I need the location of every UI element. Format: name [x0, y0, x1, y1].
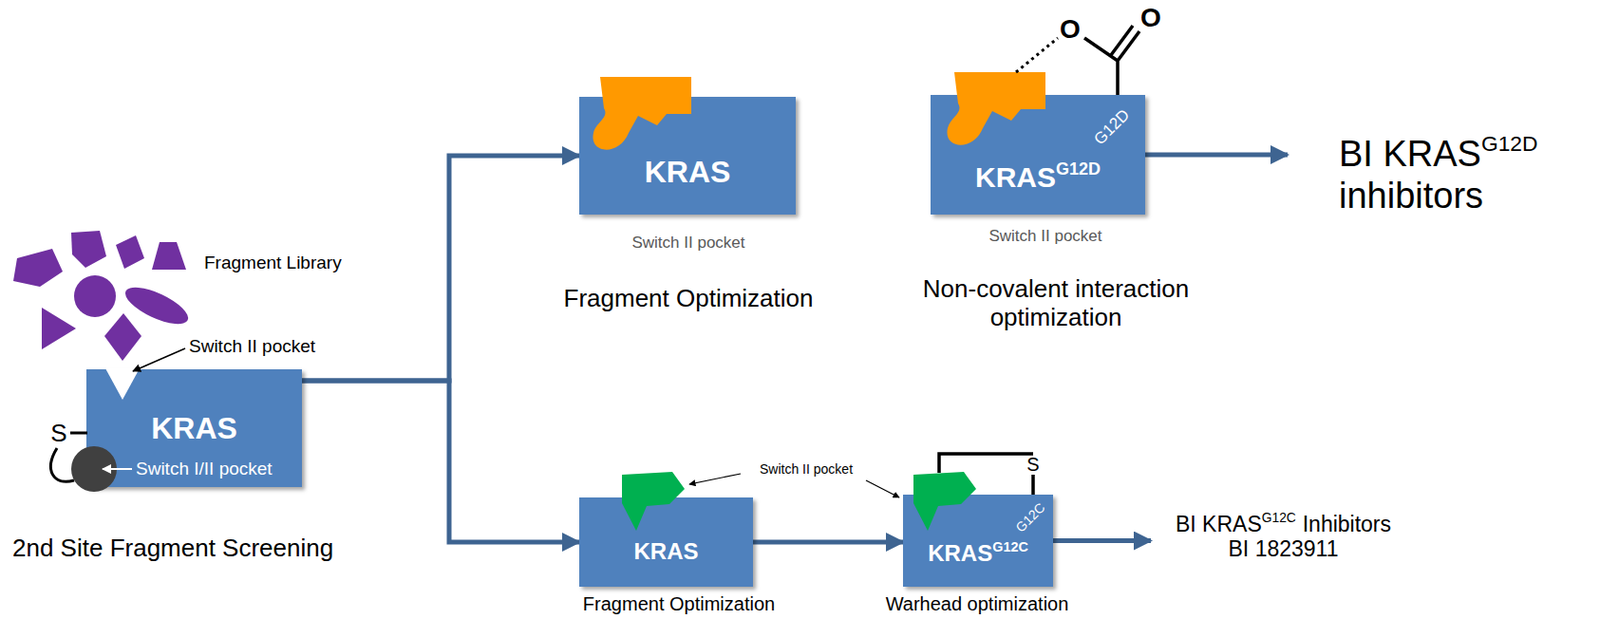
- connector-arrow: [1053, 538, 1151, 544]
- node-text: inhibitors: [1338, 175, 1484, 216]
- atom-label: O: [1140, 2, 1162, 34]
- superscript: G12D: [1055, 159, 1101, 179]
- fragment-library: [13, 230, 193, 361]
- carboxylate: [1084, 25, 1140, 95]
- leader-line: [132, 348, 186, 372]
- fragment-orange: [592, 76, 692, 151]
- node-text: KRAS: [975, 161, 1056, 193]
- superscript: G12D: [1481, 131, 1539, 156]
- leader-line: [689, 473, 741, 485]
- pocket-label: Switch II pocket: [631, 233, 745, 253]
- atom-label: O: [1059, 14, 1081, 45]
- superscript: G12C: [1261, 510, 1297, 526]
- node-text: BI KRAS: [1338, 133, 1482, 174]
- callout-label: Switch II pocket: [188, 336, 316, 358]
- fragment-green: [913, 471, 977, 531]
- pocket-label: Switch II pocket: [759, 461, 853, 477]
- fragment-green: [621, 471, 685, 531]
- node-text: BI KRAS: [1175, 511, 1262, 537]
- node-text: BI 1823911: [1228, 536, 1339, 562]
- node-text: KRAS: [644, 154, 732, 189]
- atom-label: S: [1026, 453, 1039, 476]
- step-caption: Fragment Optimization: [583, 593, 775, 616]
- connector-arrow: [301, 380, 580, 543]
- connector-arrow: [301, 155, 580, 381]
- step-caption: 2nd Site Fragment Screening: [12, 534, 334, 564]
- callout-label: Switch I/II pocket: [135, 458, 273, 480]
- hbond-dots: [1016, 37, 1058, 73]
- node-text: Inhibitors: [1302, 511, 1392, 537]
- connector-arrow: [752, 540, 904, 546]
- node-text: KRAS: [927, 540, 993, 566]
- superscript: G12C: [992, 539, 1029, 555]
- pocket-label: Switch II pocket: [988, 226, 1102, 246]
- step-caption: Non-covalent interaction optimization: [913, 275, 1199, 333]
- fragment-orange: [946, 72, 1046, 146]
- node-text: KRAS: [150, 411, 238, 446]
- leader-line: [865, 480, 900, 498]
- leader-line: [102, 468, 132, 471]
- atom-label: S: [50, 419, 67, 449]
- step-caption: Fragment Optimization: [564, 284, 814, 314]
- callout-label: Fragment Library: [204, 252, 342, 274]
- kras-box: KRAS: [579, 497, 753, 587]
- step-caption: Warhead optimization: [885, 593, 1070, 616]
- covalent-bond: [939, 453, 1034, 495]
- connector-arrow: [1145, 152, 1288, 158]
- result-text: BI KRASG12D inhibitors: [1287, 125, 1539, 223]
- result-text: BI KRASG12C InhibitorsBI 1823911: [1150, 505, 1392, 568]
- pocket-notch: [105, 368, 140, 400]
- node-text: KRAS: [633, 538, 698, 565]
